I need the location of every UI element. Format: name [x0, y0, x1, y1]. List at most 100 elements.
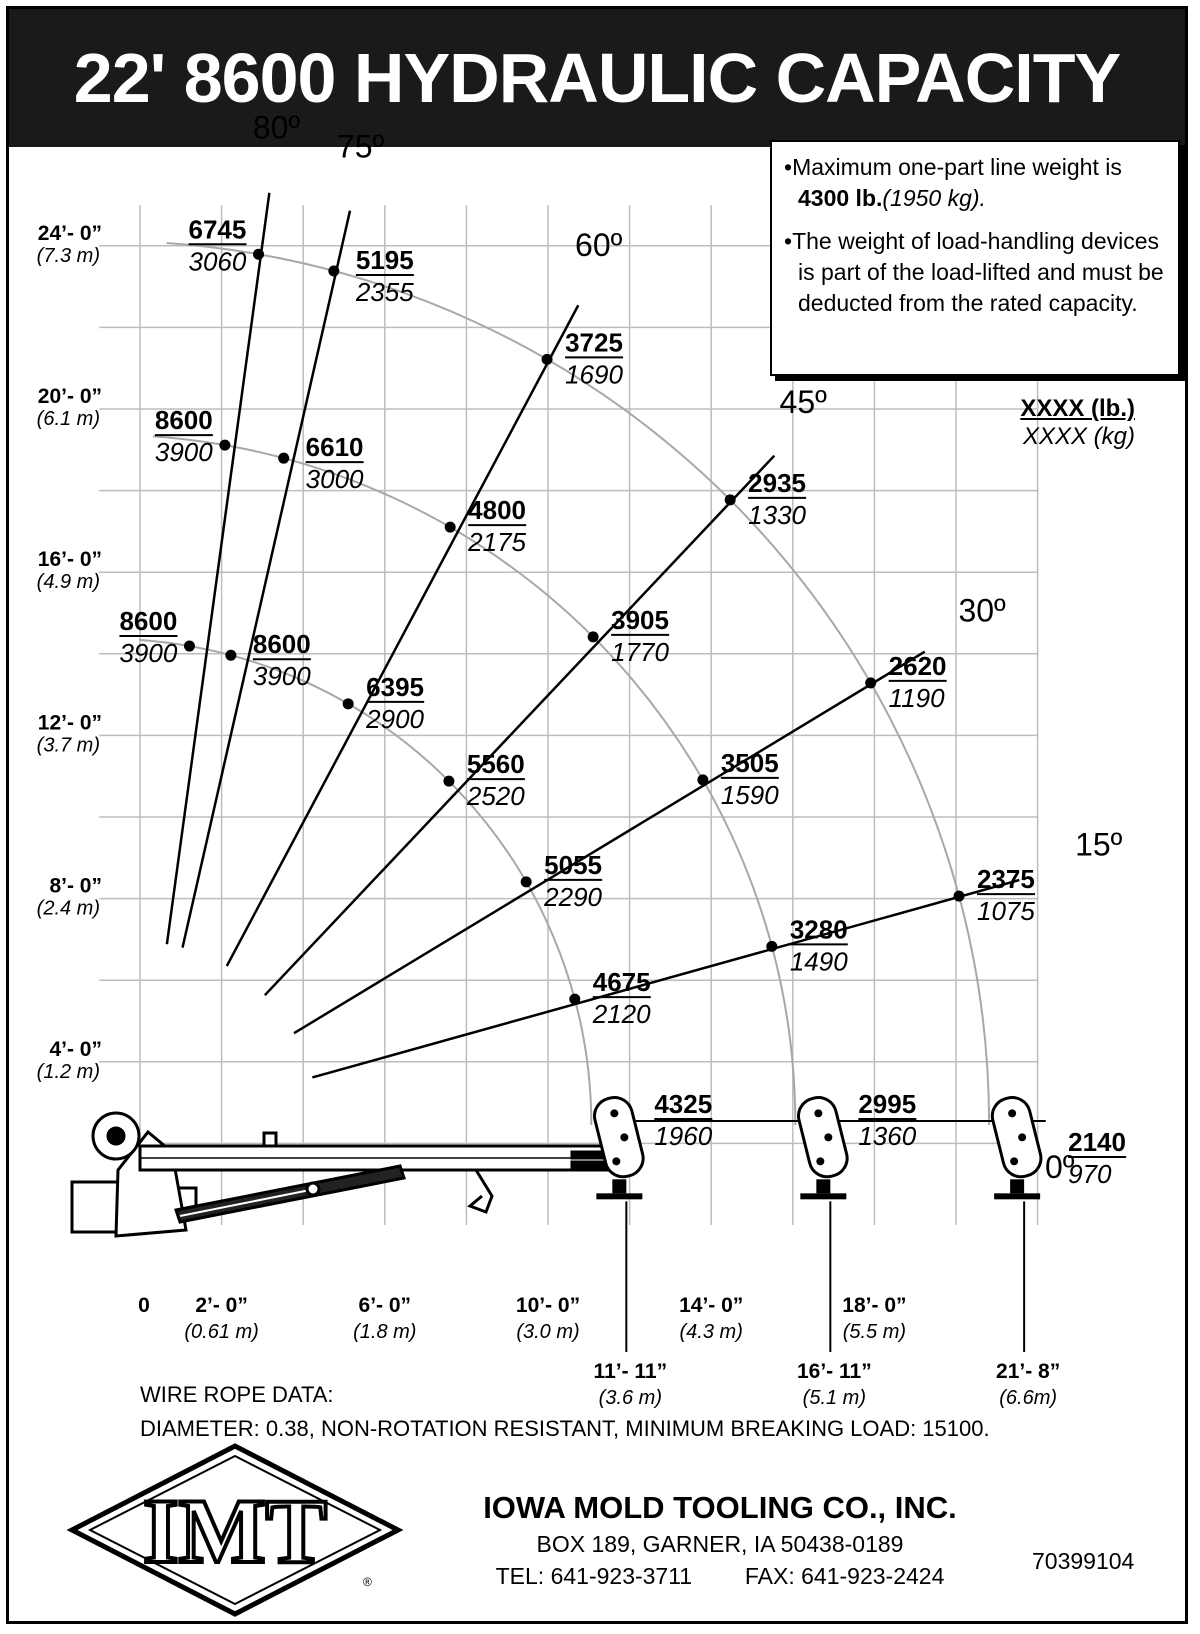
cylinder-pin	[305, 1181, 321, 1197]
capacity-point	[953, 890, 965, 902]
capacity-point	[278, 452, 290, 464]
boom-angle-line	[312, 878, 1020, 1079]
boom-angle-line	[225, 304, 580, 967]
angle-label: 15º	[1075, 826, 1123, 862]
x-axis-label: 10’- 0”	[516, 1294, 580, 1317]
boom-tip-sheave	[990, 1096, 1043, 1352]
note-load-handling: •The weight of load-handling devices is …	[784, 228, 1164, 316]
capacity-lb: 8600	[119, 606, 177, 636]
crane-winch-hub	[106, 1126, 126, 1146]
company-fax: FAX: 641-923-2424	[744, 1563, 945, 1589]
capacity-kg: 1490	[790, 946, 848, 976]
capacity-lb: 2375	[977, 864, 1035, 894]
x-axis-label: 2’- 0”	[195, 1294, 248, 1317]
y-axis-label: 12’- 0”	[38, 711, 102, 734]
capacity-kg: 2900	[365, 704, 424, 734]
capacity-point	[444, 521, 456, 533]
y-axis-metric: (4.9 m)	[37, 571, 100, 593]
capacity-kg: 1360	[858, 1121, 916, 1151]
capacity-point	[253, 248, 265, 260]
capacity-kg: 3900	[155, 437, 213, 467]
capacity-point	[587, 631, 599, 643]
capacity-kg: 3060	[189, 246, 247, 276]
company-block: IOWA MOLD TOOLING CO., INC. BOX 189, GAR…	[440, 1488, 1000, 1592]
boom-angle-line	[263, 454, 776, 997]
x-axis-metric: (0.61 m)	[184, 1321, 258, 1343]
extension-arcs	[138, 242, 991, 1126]
x-axis-label: 14’- 0”	[679, 1294, 743, 1317]
y-axis-label: 24’- 0”	[38, 222, 102, 245]
capacity-lb: 8600	[253, 629, 311, 659]
legend-kg: XXXX (kg)	[1022, 423, 1135, 450]
y-axis-label: 8’- 0”	[49, 875, 102, 898]
boom-tip-sheaves	[593, 1096, 1043, 1352]
capacity-lb: 4800	[468, 495, 526, 525]
wire-rope-data: WIRE ROPE DATA: DIAMETER: 0.38, NON-ROTA…	[140, 1378, 990, 1446]
extension-arc	[153, 435, 797, 1126]
capacity-kg: 2520	[466, 781, 525, 811]
extension-metric: (3.6 m)	[599, 1387, 662, 1409]
capacity-kg: 3900	[119, 638, 177, 668]
angle-label: 30º	[958, 592, 1006, 628]
y-axis-label: 16’- 0”	[38, 548, 102, 571]
capacity-lb: 6395	[366, 672, 424, 702]
angle-label: 0º	[1045, 1149, 1075, 1185]
svg-text:®: ®	[363, 1575, 372, 1589]
capacity-lb: 3280	[790, 914, 848, 944]
chart-title: 22' 8600 HYDRAULIC CAPACITY CHART	[9, 9, 1185, 255]
capacity-kg: 2290	[543, 882, 602, 912]
x-axis-metric: (1.8 m)	[353, 1321, 416, 1343]
x-axis-label: 18’- 0”	[842, 1294, 906, 1317]
extension-label: 21’- 8”	[996, 1360, 1060, 1383]
capacity-point	[219, 439, 231, 451]
extension-metric: (5.1 m)	[803, 1387, 866, 1409]
x-axis-label: 6’- 0”	[359, 1294, 412, 1317]
angle-label: 60º	[575, 227, 623, 263]
capacity-kg: 1690	[565, 359, 623, 389]
capacity-point	[766, 940, 778, 952]
capacity-labels: 80º75º60º45º30º15º0º67453060860039008600…	[119, 110, 1127, 1189]
boom-hook	[467, 1169, 494, 1214]
capacity-kg: 1590	[721, 780, 779, 810]
boom-angle-line	[293, 650, 926, 1035]
crane-illustration	[70, 1111, 618, 1238]
capacity-point	[328, 265, 340, 277]
company-phone: TEL: 641-923-3711 FAX: 641-923-2424	[440, 1560, 1000, 1592]
extension-arc	[138, 638, 593, 1126]
crane-mount-block	[70, 1180, 122, 1234]
capacity-kg: 1075	[977, 896, 1035, 926]
angle-label: 45º	[780, 384, 828, 420]
capacity-lb: 5195	[356, 245, 414, 275]
capacity-kg: 1770	[611, 637, 669, 667]
capacity-point	[697, 774, 709, 786]
capacity-kg: 2355	[355, 277, 414, 307]
capacity-point	[342, 698, 354, 710]
capacity-lb: 2935	[748, 468, 806, 498]
capacity-kg: 1190	[889, 683, 945, 713]
company-address: BOX 189, GARNER, IA 50438-0189	[536, 1531, 904, 1557]
capacity-lb: 5055	[544, 850, 602, 880]
capacity-point	[443, 775, 455, 787]
y-axis-label: 4’- 0”	[49, 1038, 102, 1061]
imt-logo: IMT ®	[66, 1443, 404, 1617]
note-max-line-weight: •Maximum one-part line weight is 4300 lb…	[784, 154, 1122, 211]
boom-angle-line	[181, 210, 352, 948]
capacity-lb: 8600	[155, 405, 213, 435]
wire-rope-details: DIAMETER: 0.38, NON-ROTATION RESISTANT, …	[140, 1416, 990, 1441]
